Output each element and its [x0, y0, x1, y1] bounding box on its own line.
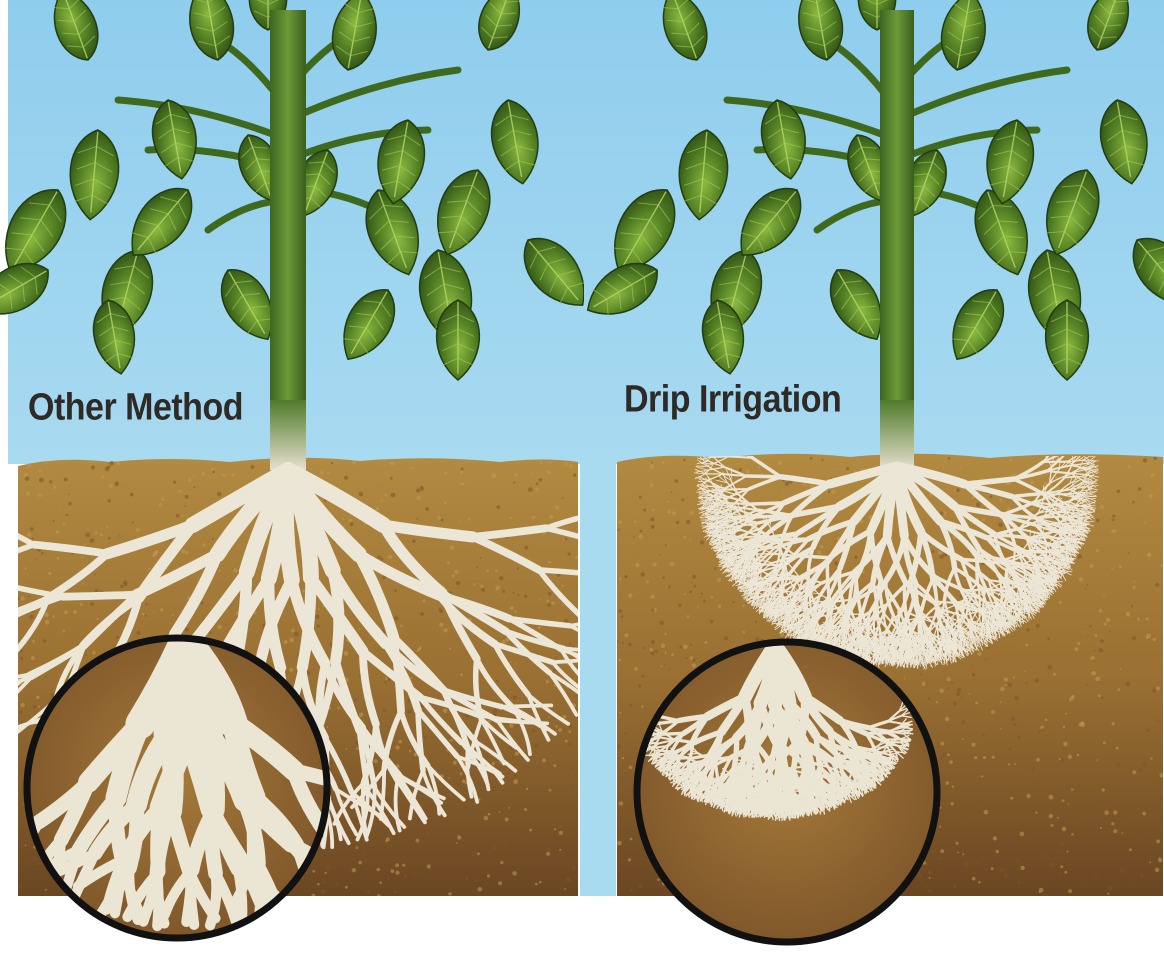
left-panel-other-method: [0, 0, 654, 938]
right-panel-drip-irrigation: [577, 0, 1164, 942]
stem-left: [270, 10, 306, 450]
stem-base-right: [880, 400, 914, 470]
magnified-root-inset-right: [634, 642, 937, 942]
stem-base-left: [270, 400, 306, 470]
caption-other-method: Other Method: [28, 386, 243, 430]
caption-drip-irrigation: Drip Irrigation: [624, 378, 841, 422]
panel-gap: [580, 456, 616, 896]
stem-right: [880, 10, 914, 450]
